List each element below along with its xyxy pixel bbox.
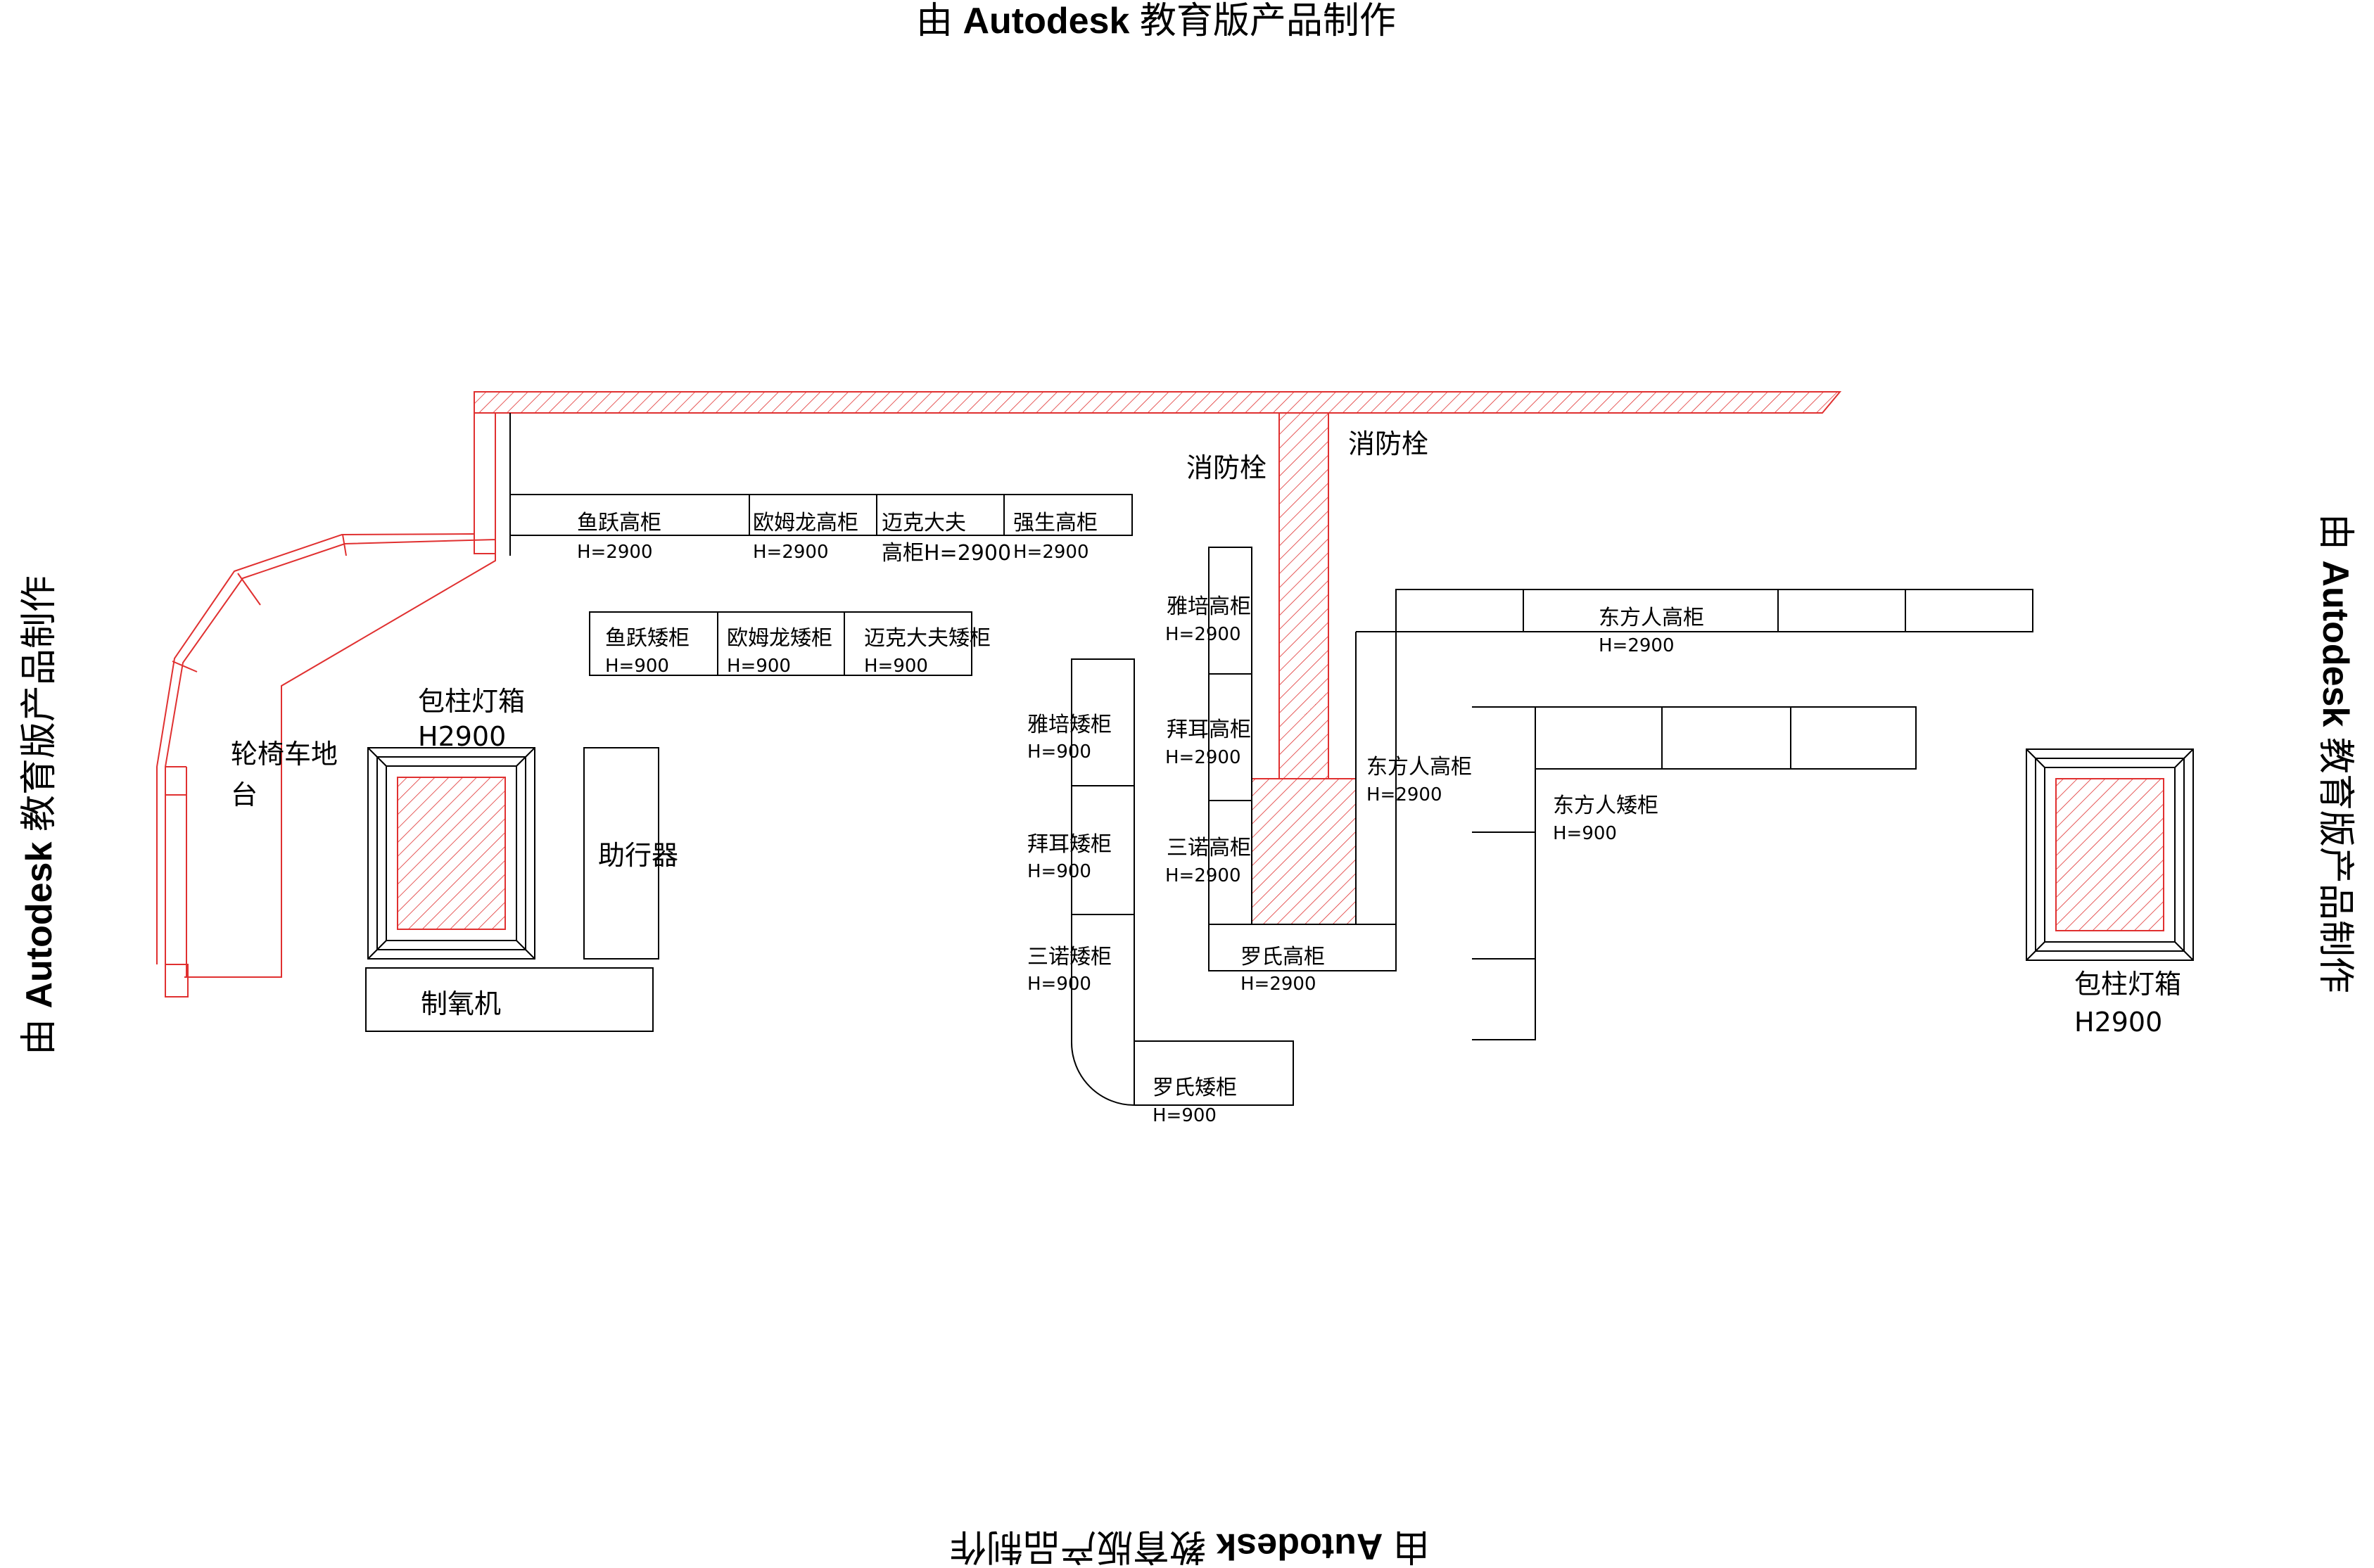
cabinet-label: 鱼跃高柜 xyxy=(577,511,661,535)
low-cabinet-row xyxy=(589,611,972,676)
cabinet-height: H=900 xyxy=(1027,741,1091,763)
cabinet-height: H=900 xyxy=(1027,861,1091,882)
cabinet-height: H=2900 xyxy=(1599,635,1675,656)
cabinet-label: 强生高柜 xyxy=(1013,511,1098,535)
cabinet-label: 拜耳高柜 xyxy=(1167,718,1251,742)
cabinet-height: H=2900 xyxy=(1165,624,1241,645)
cabinet-label: 三诺高柜 xyxy=(1167,836,1251,860)
cabinet-height: 高柜H=2900 xyxy=(882,541,1011,566)
cabinet-label: 拜耳矮柜 xyxy=(1027,832,1112,857)
lightbox-right-height: H2900 xyxy=(2074,1007,2162,1038)
watermark-top: 由 Autodesk 教育版产品制作 xyxy=(916,1,1396,42)
oxygen-box xyxy=(365,967,654,1032)
cabinet-label: 东方人高柜 xyxy=(1599,606,1704,630)
lightbox-right xyxy=(2026,748,2194,961)
cabinet-height: H=2900 xyxy=(1165,865,1241,886)
cabinet-height: H=900 xyxy=(1027,974,1091,995)
cabinet-label: 迈克大夫 xyxy=(882,511,966,535)
wall-group xyxy=(474,391,1842,925)
cabinet-label: 欧姆龙矮柜 xyxy=(727,626,832,651)
wall-column xyxy=(1278,412,1329,779)
cabinet-height: H=2900 xyxy=(753,542,829,563)
cabinet-height: H=900 xyxy=(864,656,928,677)
cabinet-label: 雅培高柜 xyxy=(1167,594,1251,619)
lightbox-right-title: 包柱灯箱 xyxy=(2074,969,2181,1000)
lightbox-left xyxy=(367,747,535,960)
cabinet-height: H=2900 xyxy=(1240,974,1316,995)
oxygen-label: 制氧机 xyxy=(421,988,501,1019)
cabinet-label: 欧姆龙高柜 xyxy=(753,511,858,535)
cabinet-height: H=2900 xyxy=(577,542,653,563)
wall-left-strip xyxy=(474,412,496,554)
dongfang-tall-cabinets xyxy=(1355,589,2033,924)
cabinet-label: 罗氏矮柜 xyxy=(1153,1076,1237,1100)
cabinet-label: 东方人高柜 xyxy=(1366,755,1472,779)
tall-cabinet-row xyxy=(509,494,1133,536)
low-cabinet-column xyxy=(1071,658,1294,1106)
cabinet-label: 东方人矮柜 xyxy=(1553,793,1658,818)
hydrant-label-right: 消防栓 xyxy=(1348,428,1428,459)
cabinet-height: H=2900 xyxy=(1366,784,1442,805)
cabinet-label: 鱼跃矮柜 xyxy=(605,626,690,651)
walker-box xyxy=(583,747,659,960)
lightbox-left-title: 包柱灯箱 xyxy=(418,686,525,717)
cabinet-height: H=900 xyxy=(1553,823,1617,844)
wheelchair-ramp xyxy=(156,533,496,997)
cabinet-height: H=900 xyxy=(727,656,791,677)
wall-top xyxy=(474,391,1842,414)
wheelchair-label-1: 轮椅车地 xyxy=(231,739,338,770)
cabinet-label: 三诺矮柜 xyxy=(1027,945,1112,969)
cabinet-height: H=2900 xyxy=(1013,542,1089,563)
hydrant-label-left: 消防栓 xyxy=(1186,452,1267,483)
lightbox-left-height: H2900 xyxy=(418,721,506,752)
cabinet-label: 迈克大夫矮柜 xyxy=(864,626,991,651)
cabinet-label: 罗氏高柜 xyxy=(1240,945,1325,969)
dongfang-low-cabinets xyxy=(1472,706,1917,1040)
cabinet-height: H=2900 xyxy=(1165,747,1241,768)
walker-label: 助行器 xyxy=(598,840,678,871)
cabinet-height: H=900 xyxy=(605,656,669,677)
cabinet-height: H=900 xyxy=(1153,1105,1217,1126)
cabinet-label: 雅培矮柜 xyxy=(1027,713,1112,737)
wall-column-base xyxy=(1251,778,1357,925)
wheelchair-label-2: 台 xyxy=(231,779,258,810)
